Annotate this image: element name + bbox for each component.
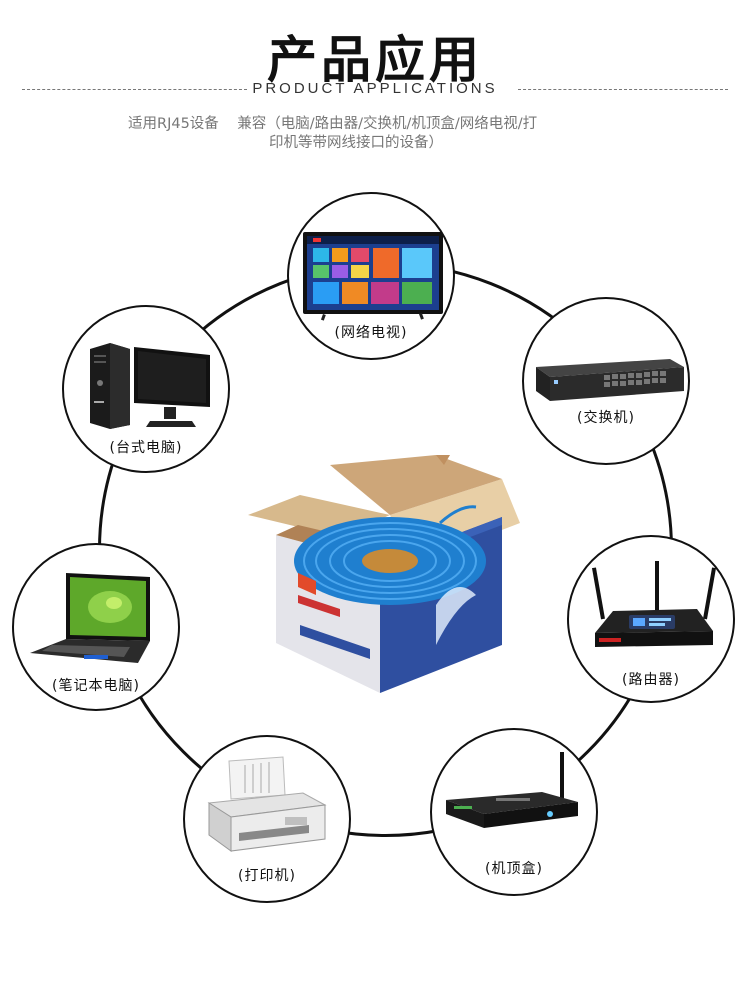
laptop-icon — [30, 573, 150, 663]
compatibility-description: 适用RJ45设备 兼容（电脑/路由器/交换机/机顶盒/网络电视/打 印机等带网线… — [128, 115, 628, 153]
device-router-label: (路由器) — [622, 672, 680, 688]
printer-icon — [207, 756, 327, 852]
device-router: (路由器) — [567, 535, 735, 703]
cable-box-image — [240, 455, 530, 695]
divider-right — [518, 89, 728, 90]
description-line-1: 适用RJ45设备 兼容（电脑/路由器/交换机/机顶盒/网络电视/打 — [128, 116, 538, 132]
device-tv-label: (网络电视) — [334, 325, 408, 341]
device-laptop-label: (笔记本电脑) — [52, 678, 140, 694]
device-laptop: (笔记本电脑) — [12, 543, 180, 711]
device-printer: (打印机) — [183, 735, 351, 903]
description-line-2: 印机等带网线接口的设备） — [269, 135, 443, 151]
device-settop: (机顶盒) — [430, 728, 598, 896]
wifi-router-icon — [592, 561, 716, 647]
page-title: 产品应用 — [267, 31, 483, 89]
divider-left — [22, 89, 247, 90]
network-switch-icon — [536, 359, 684, 401]
device-printer-label: (打印机) — [238, 868, 296, 884]
desktop-computer-icon — [90, 343, 210, 429]
smart-tv-icon — [303, 232, 443, 321]
set-top-box-icon — [446, 752, 578, 828]
device-tv: (网络电视) — [287, 192, 455, 360]
device-switch-label: (交换机) — [577, 410, 635, 426]
subtitle-row: PRODUCT APPLICATIONS — [22, 80, 728, 98]
page-subtitle: PRODUCT APPLICATIONS — [252, 80, 498, 97]
device-switch: (交换机) — [522, 297, 690, 465]
device-desktop-label: (台式电脑) — [109, 440, 183, 456]
device-desktop: (台式电脑) — [62, 305, 230, 473]
cable-box-icon — [248, 455, 520, 693]
device-settop-label: (机顶盒) — [485, 861, 543, 877]
